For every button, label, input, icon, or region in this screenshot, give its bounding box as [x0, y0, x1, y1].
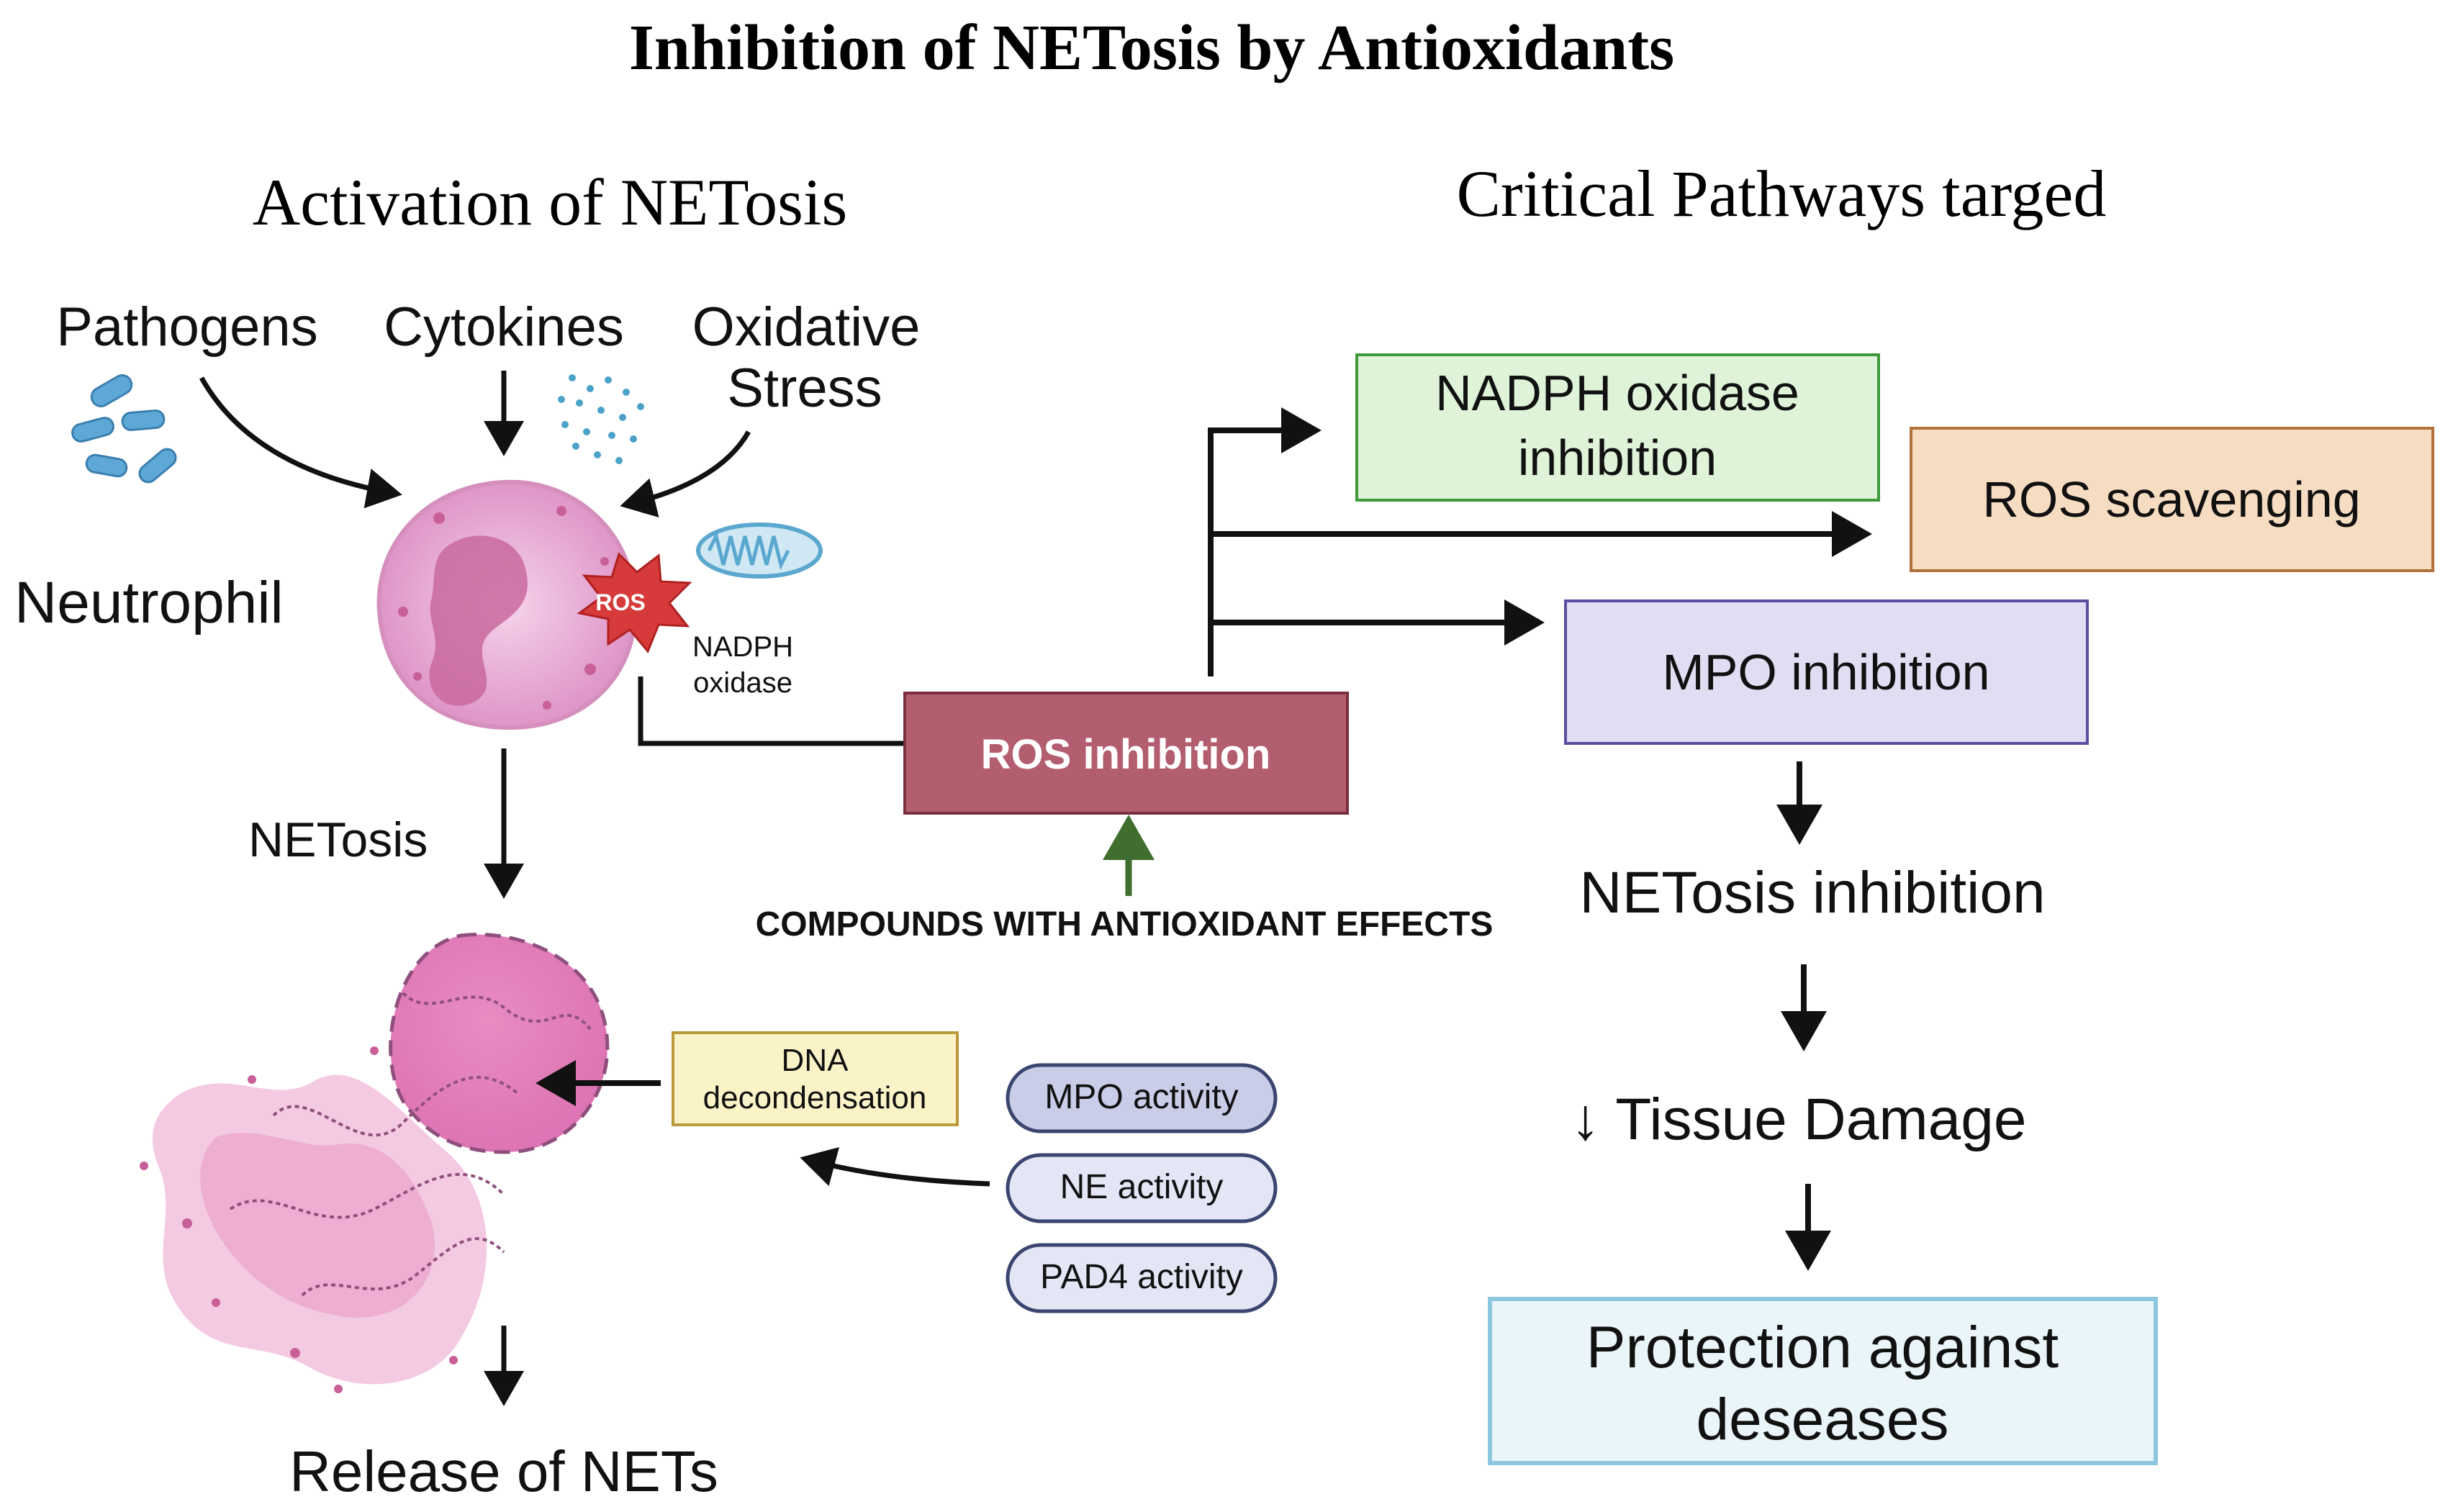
activities-to-dna-arrow [800, 1146, 990, 1187]
left-section-header: Activation of NETosis [253, 166, 848, 239]
cytokine-dots-icon [558, 374, 644, 464]
ros-scavenging-label: ROS scavenging [1982, 471, 2360, 528]
nadph-oxidase-inhibition-line1: NADPH oxidase [1435, 365, 1799, 421]
pathogens-label: Pathogens [56, 296, 317, 358]
ros-inhibition-box [903, 692, 1349, 815]
dna-decondensation-line2: decondensation [703, 1080, 927, 1115]
protection-line2: deseases [1696, 1387, 1948, 1452]
nadph-oxidase-label-line1: NADPH [692, 631, 793, 663]
neutrophil-label: Neutrophil [14, 570, 284, 635]
release-of-nets-label: Release of NETs [289, 1439, 718, 1503]
ne-activity-pill [1006, 1153, 1278, 1223]
ros-inhibition-label: ROS inhibition [981, 731, 1271, 778]
compounds-label: COMPOUNDS WITH ANTIOXIDANT EFFECTS [756, 905, 1494, 943]
protection-box [1488, 1297, 2158, 1465]
nadph-oxidase-inhibition-box [1355, 353, 1880, 502]
ros-scavenging-box [1910, 427, 2434, 572]
cytokines-label: Cytokines [384, 296, 624, 358]
protection-line1: Protection against [1586, 1315, 2059, 1380]
oxidative-label-line1: Oxidative [692, 296, 921, 358]
dna-decondensation-box [672, 1031, 959, 1126]
ros-burst-label: ROS [595, 589, 645, 615]
tissue-damage-label: ↓ Tissue Damage [1571, 1087, 2027, 1152]
mitochondrion-icon [696, 522, 823, 579]
ros-burst-icon [577, 552, 692, 653]
nadph-oxidase-inhibition-line2: inhibition [1518, 430, 1717, 486]
ros-to-inhibition-connector [638, 676, 903, 746]
diagram-title: Inhibition of NETosis by Antioxidants [629, 12, 1674, 83]
pad4-activity-label: PAD4 activity [1040, 1258, 1243, 1296]
oxidative-label-line2: Stress [727, 358, 882, 419]
pad4-activity-pill [1006, 1243, 1278, 1313]
oxidative-arrow [620, 430, 751, 518]
mpo-inhibition-box [1564, 599, 2089, 745]
neutrophil-icon [376, 479, 638, 730]
net-release-icon [140, 933, 610, 1393]
dna-decondensation-line1: DNA [782, 1043, 849, 1078]
mpo-activity-label: MPO activity [1044, 1078, 1238, 1116]
mpo-activity-pill [1006, 1063, 1278, 1133]
bacteria-icon [71, 374, 177, 484]
mpo-inhibition-label: MPO inhibition [1662, 644, 1989, 700]
ne-activity-label: NE activity [1060, 1168, 1224, 1206]
netosis-label: NETosis [248, 812, 428, 867]
nadph-oxidase-label-line2: oxidase [693, 667, 792, 699]
netosis-inhibition-label: NETosis inhibition [1579, 860, 2045, 925]
pathogens-arrow [199, 376, 402, 509]
right-section-header: Critical Pathways targed [1457, 157, 2107, 230]
